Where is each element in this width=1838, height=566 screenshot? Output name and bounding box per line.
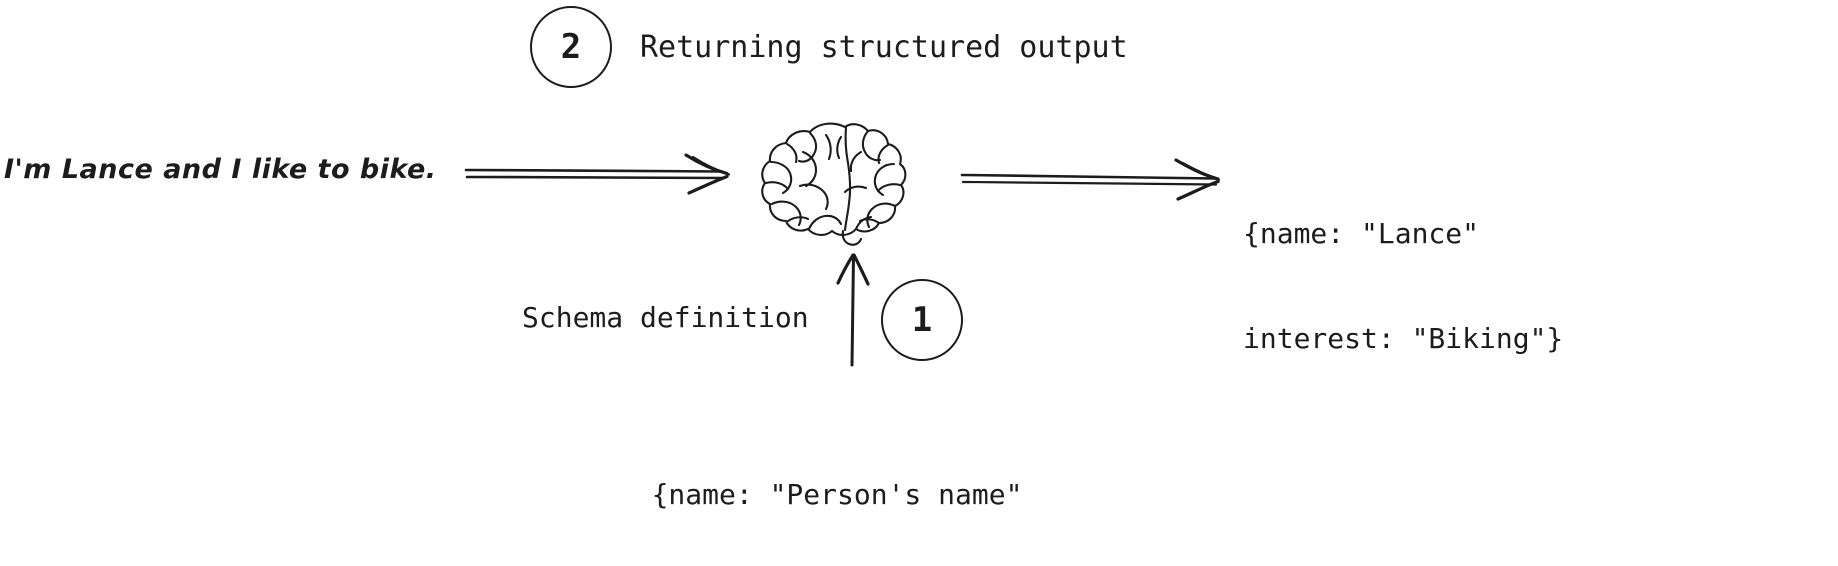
arrow-model-to-output bbox=[960, 158, 1220, 201]
arrow-input-to-model bbox=[464, 153, 731, 195]
schema-json-block: {name: "Person's name" interest: "Person… bbox=[602, 407, 1072, 566]
output-json-line-2: interest: "Biking"} bbox=[1243, 322, 1564, 355]
output-json-line-1: {name: "Lance" bbox=[1243, 217, 1480, 250]
step-badge-1: 1 bbox=[881, 279, 963, 361]
output-json-block: {name: "Lance" interest: "Biking"} bbox=[1243, 146, 1563, 426]
brain-icon bbox=[761, 122, 907, 246]
input-text: I'm Lance and I like to bike. bbox=[4, 154, 437, 185]
step-2-label: Returning structured output bbox=[640, 30, 1128, 65]
step-1-label: Schema definition bbox=[522, 301, 809, 334]
step-badge-2: 2 bbox=[530, 6, 612, 88]
arrow-schema-to-model bbox=[836, 253, 870, 367]
schema-json-line-1: {name: "Person's name" bbox=[651, 478, 1023, 511]
